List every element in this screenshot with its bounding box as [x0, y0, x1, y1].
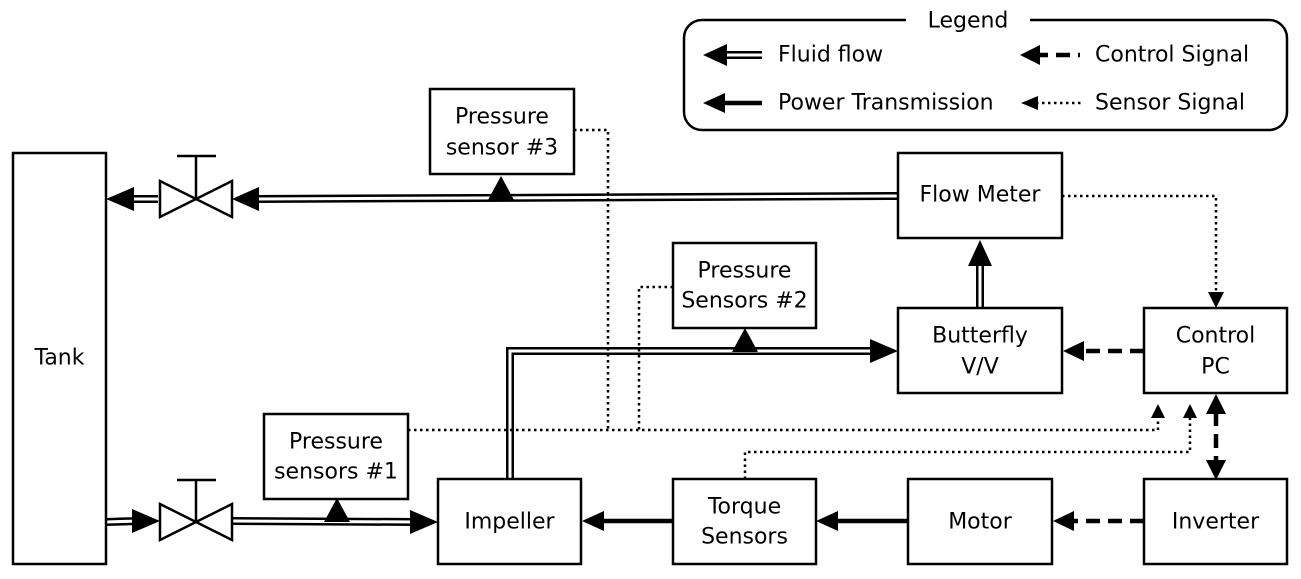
block-flow-meter: Flow Meter [896, 151, 1064, 240]
signal-pressure-2 [637, 285, 673, 430]
block-tank-label: Tank [34, 346, 85, 371]
control-signals [1053, 341, 1226, 531]
arrow-into-top-valve [232, 187, 259, 211]
legend-title: Legend [928, 9, 1009, 34]
arrow-into-bottom-valve [132, 509, 160, 533]
legend-sensor-signal-label: Sensor Signal [1095, 91, 1245, 116]
block-butterfly-valve-line1: Butterfly [932, 324, 1028, 349]
block-pressure-sensors-1-line2: sensors #1 [274, 460, 398, 485]
block-torque-sensors-line1: Torque [707, 495, 781, 520]
arrow-into-butterfly [870, 339, 898, 363]
block-pressure-sensor-3-line1: Pressure [455, 105, 549, 130]
legend-power-transmission-label: Power Transmission [778, 91, 994, 116]
block-pressure-sensors-2-line2: Sensors #2 [681, 289, 807, 314]
block-pressure-sensors-2-line1: Pressure [698, 259, 792, 284]
block-impeller: Impeller [436, 477, 583, 566]
legend: Legend Fluid flow Power Transmission Con… [682, 9, 1289, 132]
signal-torque-to-pc [743, 418, 1192, 479]
legend-fluid-flow-symbol [703, 44, 762, 66]
legend-power-transmission-symbol [703, 93, 762, 113]
pressure-tap-1 [324, 498, 350, 522]
block-torque-sensors-line2: Sensors [701, 525, 788, 550]
block-butterfly-valve-line2: V/V [961, 355, 999, 380]
pressure-tap-2 [732, 328, 758, 352]
legend-title-gap [906, 12, 1030, 28]
block-inverter-label: Inverter [1172, 510, 1260, 535]
signal-pressures-to-pc [408, 418, 1160, 432]
block-torque-sensors: Torque Sensors [671, 477, 818, 566]
top-gate-valve [158, 154, 234, 220]
legend-sensor-signal-symbol [1021, 96, 1082, 110]
signal-flowmeter-to-pc [1062, 194, 1218, 293]
block-pressure-sensor-3-line2: sensor #3 [446, 136, 558, 161]
legend-control-signal-label: Control Signal [1095, 43, 1249, 68]
block-control-pc: Control PC [1142, 306, 1289, 395]
power-lines [582, 511, 908, 531]
block-tank: Tank [11, 151, 108, 566]
block-control-pc-line1: Control [1176, 324, 1256, 349]
block-impeller-label: Impeller [464, 510, 555, 535]
block-pressure-sensors-1: Pressure sensors #1 [262, 412, 410, 501]
pipe-impeller-to-butterfly [506, 347, 876, 479]
block-flow-meter-label: Flow Meter [920, 183, 1042, 208]
block-butterfly-valve: Butterfly V/V [896, 306, 1064, 395]
block-pressure-sensors-1-line1: Pressure [289, 430, 383, 455]
block-inverter: Inverter [1142, 477, 1289, 566]
legend-control-signal-symbol [1020, 45, 1080, 65]
arrow-into-flowmeter [968, 240, 992, 266]
legend-fluid-flow-label: Fluid flow [778, 43, 883, 68]
pressure-tap-3 [488, 176, 514, 200]
block-motor: Motor [906, 477, 1054, 566]
bottom-gate-valve [158, 478, 234, 543]
block-motor-label: Motor [948, 510, 1013, 535]
signal-pressure-3 [574, 128, 610, 430]
block-control-pc-line2: PC [1201, 355, 1230, 380]
block-pressure-sensor-3: Pressure sensor #3 [428, 87, 576, 176]
arrow-into-tank-top [106, 187, 134, 211]
arrow-into-impeller [410, 510, 438, 534]
sensor-signals [408, 128, 1224, 479]
block-pressure-sensors-2: Pressure Sensors #2 [671, 241, 818, 330]
